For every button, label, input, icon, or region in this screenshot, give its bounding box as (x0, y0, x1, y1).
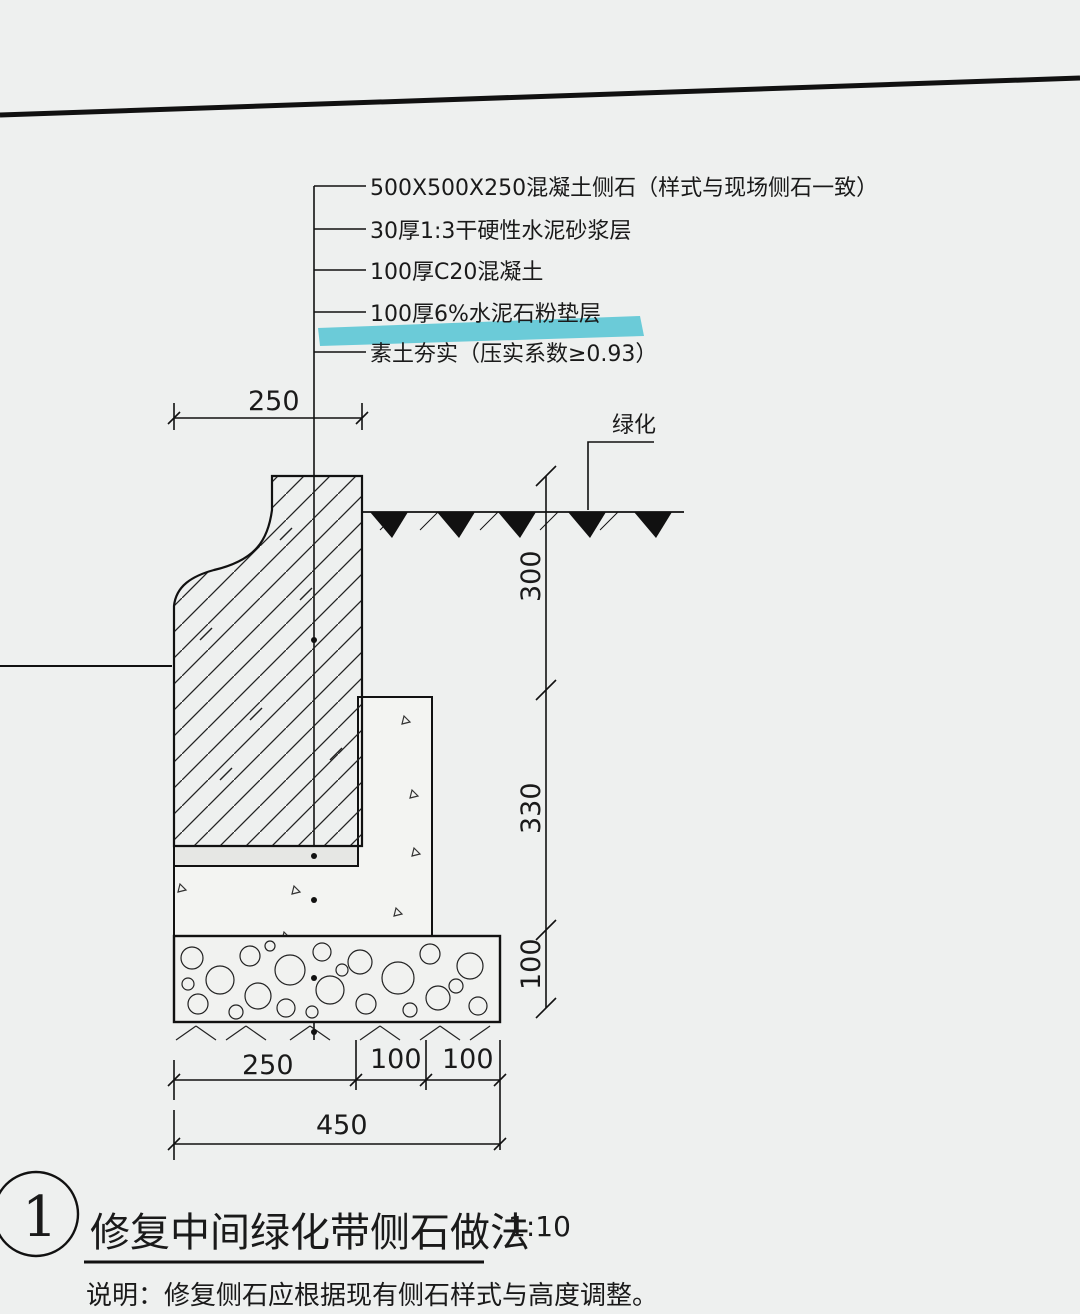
top-width-dimension (167, 403, 369, 430)
dim-height-2: 330 (516, 782, 547, 834)
ground-surface (362, 511, 684, 538)
callout-mortar-layer: 30厚1:3干硬性水泥砂浆层 (370, 219, 631, 244)
bottom-dimensions (167, 1040, 507, 1160)
dim-height-1: 300 (516, 550, 547, 602)
title-number-circle (0, 1170, 80, 1258)
drawing-note: 说明：修复侧石应根据现有侧石样式与高度调整。 (86, 1281, 658, 1311)
dim-bottom-1: 250 (242, 1050, 294, 1081)
compacted-soil (175, 1025, 491, 1041)
drawing-title: 修复中间绿化带侧石做法 (90, 1210, 530, 1256)
curb-stone-dashes (199, 527, 343, 781)
drawing-scale: 1:10 (508, 1210, 571, 1243)
leader-dots (311, 637, 317, 1035)
callout-compacted-soil: 素土夯实（压实系数≥0.93） (370, 342, 657, 367)
green-leader (587, 441, 654, 510)
highlighter-mark (318, 316, 644, 346)
dim-bottom-total: 450 (316, 1110, 368, 1141)
stone-bed-pebbles (180, 940, 488, 1020)
sheet-border-top (0, 75, 1080, 118)
dim-height-3: 100 (516, 938, 547, 990)
dim-bottom-2: 100 (370, 1044, 422, 1075)
callout-cement-stone-bed: 100厚6%水泥石粉垫层 (370, 302, 601, 327)
dim-bottom-3: 100 (442, 1044, 494, 1075)
curb-stone (172, 474, 364, 848)
green-label: 绿化 (612, 413, 656, 438)
dim-top-width: 250 (248, 386, 300, 417)
callout-curb-stone: 500X500X250混凝土侧石（样式与现场侧石一致） (370, 176, 878, 201)
callout-c20-concrete: 100厚C20混凝土 (370, 260, 543, 285)
title-number: 1 (22, 1185, 58, 1250)
leader-ticks (314, 185, 366, 353)
cement-stone-bed (172, 934, 502, 1024)
vertical-dimensions (535, 465, 557, 1019)
mortar-layer (173, 845, 359, 867)
